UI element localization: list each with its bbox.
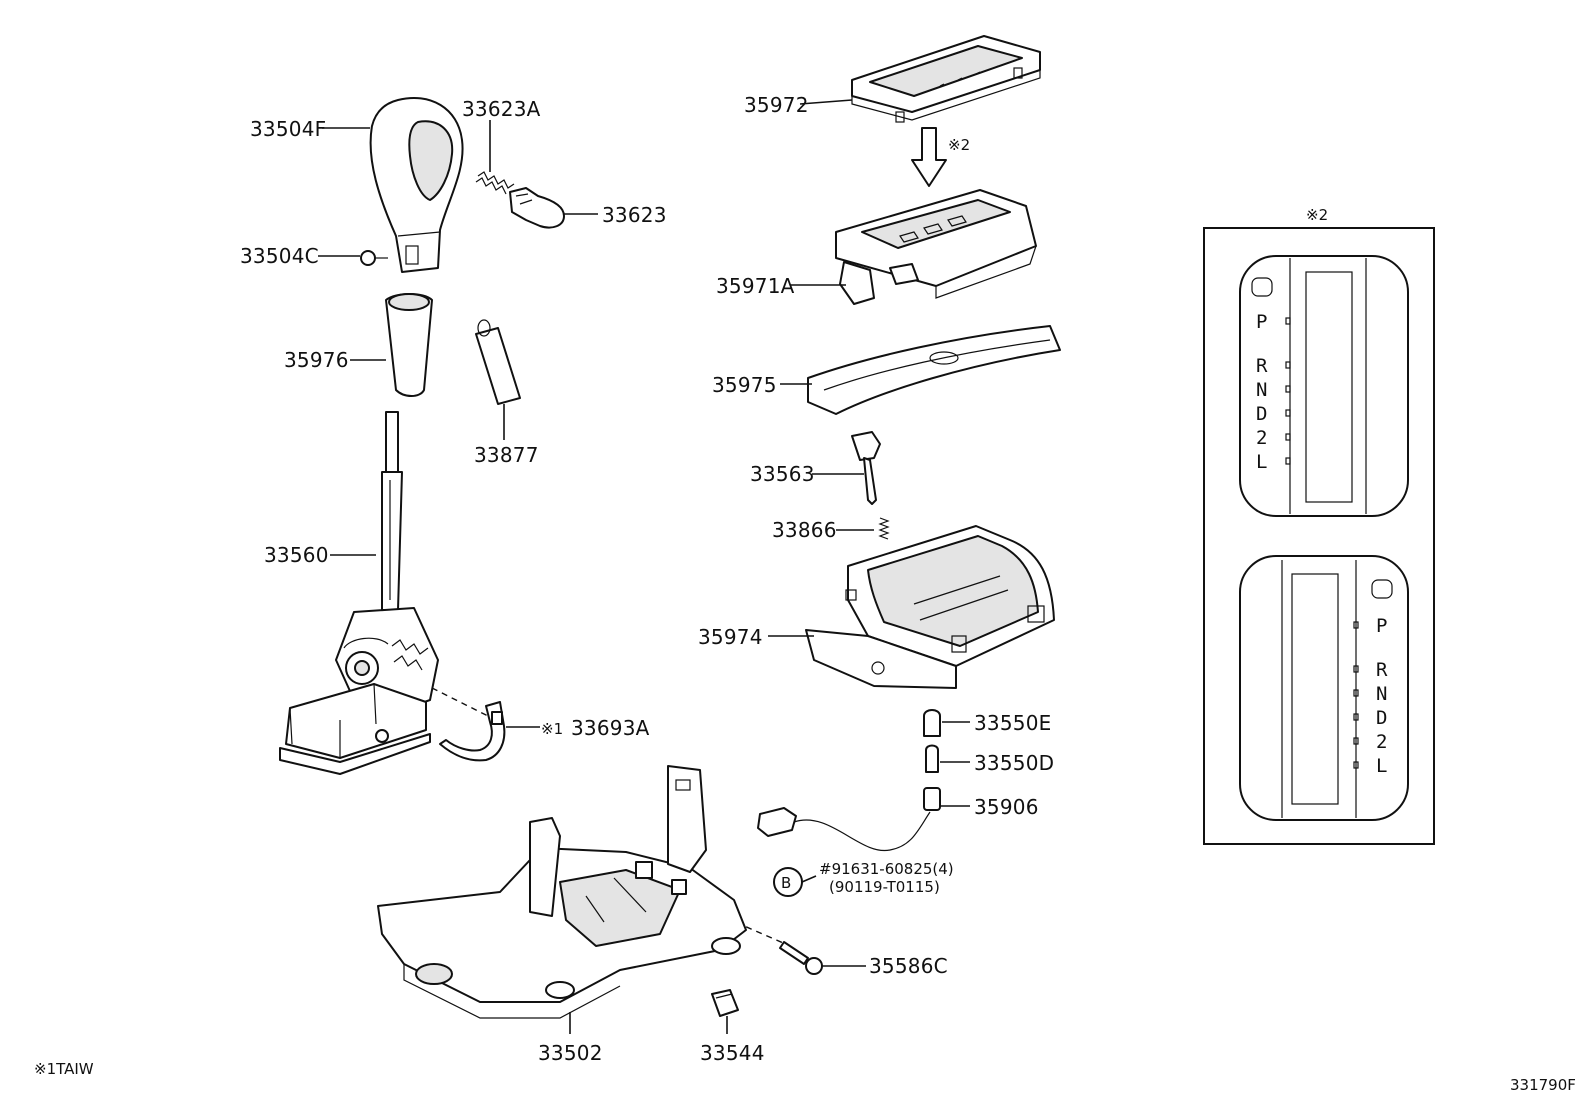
lock-rod-33563 (851, 431, 881, 505)
label-33504C: 33504C (240, 244, 319, 268)
ref1-mark: ※1 (541, 720, 563, 738)
label-33623A: 33623A (462, 97, 541, 121)
variant-a-gear-d: D (1256, 403, 1267, 425)
slide-cover-35975 (807, 325, 1061, 415)
label-33560: 33560 (264, 543, 329, 567)
label-35586C: 35586C (869, 954, 948, 978)
boot-35976 (385, 293, 433, 397)
bolt-circle-letter: B (781, 874, 791, 892)
spring-33623A (475, 171, 515, 195)
socket-wire-35906 (757, 787, 941, 852)
shift-knob-33504F (369, 97, 464, 273)
indicator-variant-a: P R N D 2 L (1239, 255, 1409, 517)
assembly-arrow-icon (911, 127, 947, 187)
leader-bolt (801, 875, 817, 883)
label-33504F: 33504F (250, 117, 326, 141)
label-35972: 35972 (744, 93, 809, 117)
label-33502: 33502 (538, 1041, 603, 1065)
label-33550E: 33550E (974, 711, 1051, 735)
variant-a-gear-n: N (1256, 379, 1267, 401)
ref2-mark-arrow: ※2 (948, 136, 970, 154)
label-33866: 33866 (772, 518, 837, 542)
label-33693A: 33693A (571, 716, 650, 740)
detent-33693A (439, 701, 506, 762)
indicator-plate-35972 (851, 35, 1041, 123)
label-35971A: 35971A (716, 274, 795, 298)
inset-title: ※2 (1306, 206, 1328, 224)
variant-b-gear-p: P (1376, 615, 1387, 637)
diagram-code: 331790F (1510, 1076, 1576, 1094)
shift-lever-33560 (279, 411, 439, 775)
variant-b-gear-n: N (1376, 683, 1387, 705)
indicator-housing-35971A (835, 189, 1037, 305)
label-35975: 35975 (712, 373, 777, 397)
variant-a-gear-r: R (1256, 355, 1268, 377)
footnote: ※1TAIW (34, 1060, 94, 1078)
variant-a-gear-l: L (1256, 451, 1267, 473)
variant-a-gear-p: P (1256, 311, 1267, 333)
label-33563: 33563 (750, 462, 815, 486)
lever-housing-35974 (805, 525, 1055, 689)
spring-33866 (878, 517, 890, 540)
indicator-variant-b: P R N D 2 L (1239, 555, 1409, 821)
variant-b-gear-l: L (1376, 755, 1387, 777)
bulb-33550D (925, 744, 939, 773)
label-bolt-std: #91631-60825(4) (819, 860, 954, 878)
label-35974: 35974 (698, 625, 763, 649)
screw-33504C (360, 250, 388, 266)
clip-33544 (711, 989, 739, 1017)
variant-b-gear-2: 2 (1376, 731, 1387, 753)
label-bolt-alt: (90119-T0115) (829, 878, 940, 896)
variant-a-gear-2: 2 (1256, 427, 1267, 449)
label-35976: 35976 (284, 348, 349, 372)
variant-b-gear-d: D (1376, 707, 1387, 729)
label-card-33877 (475, 319, 521, 405)
base-bracket-33502 (377, 765, 747, 1019)
leader-35972 (799, 99, 853, 105)
button-33623 (509, 187, 565, 229)
label-33550D: 33550D (974, 751, 1054, 775)
bulb-33550E (923, 709, 941, 737)
label-33877: 33877 (474, 443, 539, 467)
fit-line-33693A (431, 687, 489, 717)
pin-35586C (779, 941, 823, 975)
label-33544: 33544 (700, 1041, 765, 1065)
variant-b-gear-r: R (1376, 659, 1388, 681)
label-33623: 33623 (602, 203, 667, 227)
label-35906: 35906 (974, 795, 1039, 819)
